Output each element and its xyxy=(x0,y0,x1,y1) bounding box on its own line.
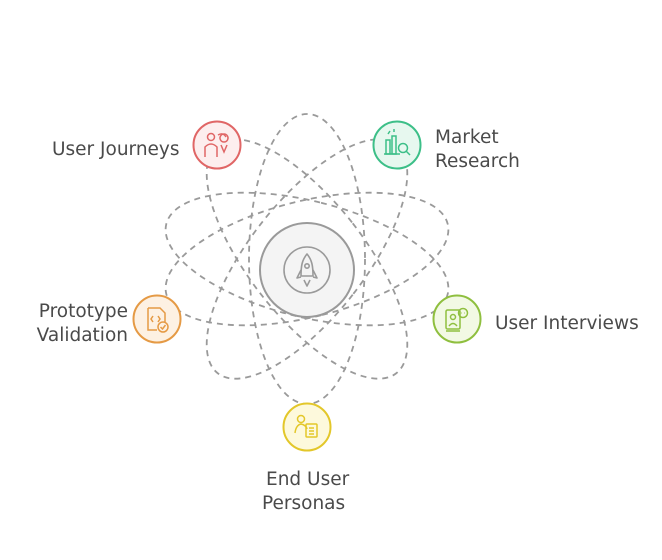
rocket-icon xyxy=(296,253,318,287)
code-file-check-icon xyxy=(147,307,169,333)
node-end-user-personas xyxy=(282,402,332,452)
label-user-journeys-line-1: User Journeys xyxy=(52,139,180,160)
center-hub xyxy=(259,222,355,318)
node-user-journeys xyxy=(192,120,242,170)
label-prototype-validation-line-1: Prototype xyxy=(38,301,128,322)
label-end-user-personas: End User Personas xyxy=(262,468,357,516)
label-market-research-line-2: Research xyxy=(435,151,520,172)
label-prototype-validation-line-2: Validation xyxy=(36,325,128,346)
label-prototype-validation: Prototype Validation xyxy=(22,300,128,348)
node-user-interviews xyxy=(432,294,482,344)
bar-chart-magnifier-icon xyxy=(384,129,411,156)
label-user-journeys: User Journeys xyxy=(52,138,180,162)
label-end-user-personas-line-1: End User xyxy=(266,469,350,490)
label-user-interviews: User Interviews xyxy=(495,312,639,336)
label-market-research-line-1: Market xyxy=(435,127,499,148)
interview-chat-icon xyxy=(445,307,469,332)
persona-card-icon xyxy=(294,414,318,438)
node-market-research xyxy=(372,120,422,170)
label-end-user-personas-line-2: Personas xyxy=(262,493,346,514)
user-route-pin-icon xyxy=(204,132,229,157)
label-market-research: Market Research xyxy=(435,126,520,174)
label-user-interviews-line-1: User Interviews xyxy=(495,313,639,334)
node-prototype-validation xyxy=(132,294,182,344)
